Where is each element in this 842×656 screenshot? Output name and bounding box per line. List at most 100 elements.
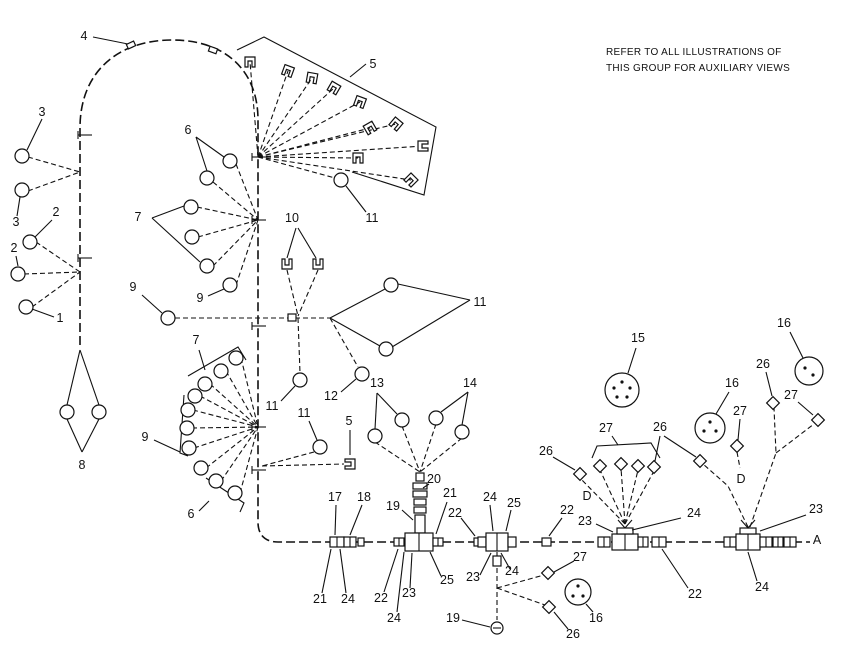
branch-wire — [239, 426, 259, 494]
round-plug-connector — [694, 412, 726, 444]
leader-line — [747, 551, 758, 582]
connector-circle — [14, 148, 30, 164]
branch-wire — [261, 463, 345, 467]
branch-wire — [27, 171, 81, 192]
plug-pin — [702, 429, 706, 433]
c-connector — [312, 258, 324, 270]
group-outline — [187, 346, 247, 377]
harness-junction — [251, 322, 266, 330]
c-connector — [362, 120, 378, 136]
leader-line — [321, 548, 332, 594]
callout-label: 11 — [366, 211, 379, 225]
leader-line — [207, 288, 225, 297]
harness-clip — [125, 40, 137, 50]
leader-line — [340, 378, 357, 393]
leader-line — [280, 385, 296, 402]
branch-wire — [419, 437, 463, 473]
callout-label: 22 — [374, 591, 388, 605]
bottom-trunk-connectors — [329, 532, 797, 552]
branch-wire — [329, 317, 359, 368]
callout-label: 22 — [560, 503, 574, 517]
main-harness — [77, 39, 810, 543]
callout-label: 5 — [370, 57, 377, 71]
connector-circle — [333, 172, 349, 188]
callout-label: 21 — [313, 592, 327, 606]
branch-wire — [401, 425, 421, 473]
leader-line — [552, 456, 576, 471]
callout-label: A — [813, 533, 822, 547]
connector-circle — [197, 376, 213, 392]
callout-label: 14 — [463, 376, 477, 390]
round-plug-body — [564, 578, 592, 606]
callout-label: 9 — [197, 291, 204, 305]
c-connector — [326, 80, 342, 96]
callout-label: 13 — [370, 376, 384, 390]
connector-circle — [184, 229, 200, 245]
c-connector-body — [326, 80, 342, 96]
inline-connector — [357, 537, 365, 547]
square-connector-body — [692, 453, 708, 469]
c-connector-body — [362, 120, 378, 136]
callout-label: 4 — [81, 29, 88, 43]
connector-circle — [428, 410, 444, 426]
inline-connector — [507, 536, 517, 548]
connector-circle — [312, 439, 328, 455]
branch-wire — [736, 451, 741, 469]
callout-label: 26 — [756, 357, 770, 371]
plug-pin — [811, 373, 815, 377]
square-connector-body — [541, 599, 557, 615]
connector-circle — [228, 350, 244, 366]
callout-label: 27 — [784, 388, 798, 402]
leader-line — [461, 619, 491, 628]
c-connector — [280, 63, 296, 79]
branch-wire — [624, 470, 655, 525]
branch-wire — [257, 87, 335, 158]
callout-label: 21 — [443, 486, 457, 500]
callout-label: 11 — [474, 295, 487, 309]
leader-line — [715, 391, 730, 415]
callout-label: 20 — [427, 472, 441, 486]
callout-label: 16 — [725, 376, 739, 390]
branch-wire — [193, 426, 259, 449]
branch-wire — [257, 77, 313, 158]
inline-connector — [287, 313, 297, 322]
branch-wire — [192, 409, 259, 428]
callout-label: 11 — [266, 399, 279, 413]
c-connector — [281, 258, 293, 270]
group-outline — [329, 288, 386, 319]
callout-label: 23 — [809, 502, 823, 516]
connector-circle — [227, 485, 243, 501]
c-connector-body — [280, 63, 296, 79]
harness-junction — [77, 131, 92, 139]
branch-wire — [240, 357, 259, 428]
leader-line — [759, 514, 807, 532]
connector-circle — [10, 266, 26, 282]
callout-label: 2 — [53, 205, 60, 219]
leader-line — [489, 504, 494, 532]
round-plug-body — [694, 412, 726, 444]
callout-label: 11 — [298, 406, 311, 420]
inline-connector — [412, 482, 428, 490]
group-outline — [151, 205, 185, 219]
leader-line — [595, 523, 614, 533]
callout-label: 3 — [13, 215, 20, 229]
branch-wire — [35, 241, 81, 273]
plug-pin — [803, 366, 807, 370]
connector-circle — [18, 299, 34, 315]
connector-circle — [199, 170, 215, 186]
round-plug-connector — [794, 356, 824, 386]
plug-pin — [628, 386, 632, 390]
group-outline — [195, 136, 225, 158]
callout-label: 27 — [573, 550, 587, 564]
c-connector-body — [388, 116, 404, 132]
leader-line — [92, 36, 129, 45]
branch-wire — [620, 467, 626, 525]
leader-line — [409, 552, 413, 589]
plug-pin — [581, 594, 585, 598]
inline-connector — [492, 555, 502, 567]
group-outline — [195, 136, 208, 172]
connector-circle — [394, 412, 410, 428]
leader-line — [31, 308, 55, 318]
